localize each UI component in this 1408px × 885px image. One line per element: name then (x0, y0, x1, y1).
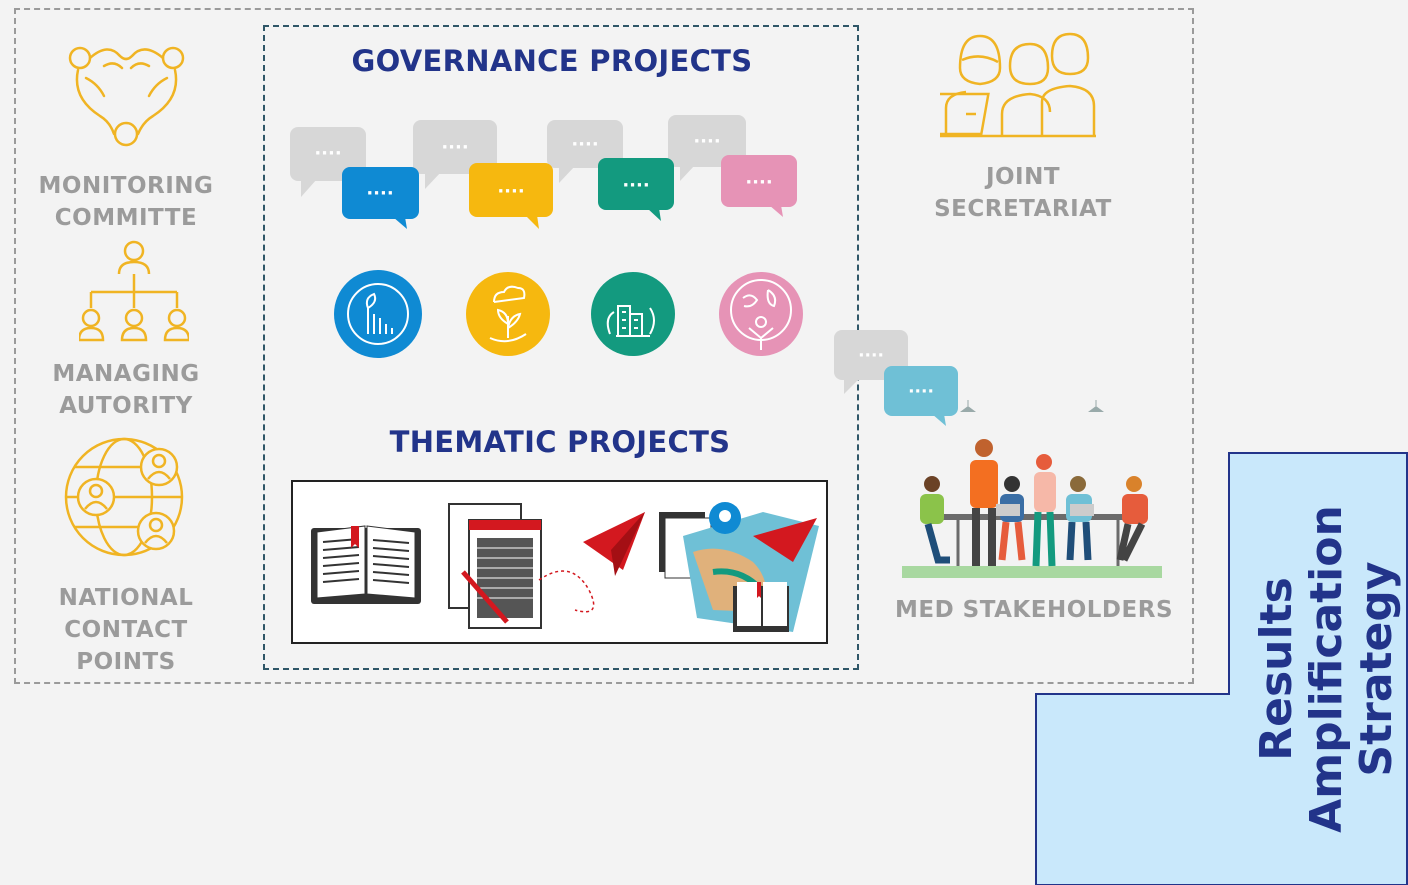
yellow-bubble-dots: ···· (497, 181, 524, 202)
globe-people-icon (64, 435, 189, 560)
documents-pen-icon (448, 503, 542, 629)
person-2 (970, 439, 998, 566)
person-1 (920, 476, 950, 564)
open-book-icon (311, 525, 421, 604)
stakeholders-meeting-illustration (898, 400, 1166, 584)
earth-people-icon (719, 272, 803, 356)
light-blue-bubble-dots: ···· (908, 382, 934, 402)
green-bubble-dots: ···· (622, 175, 649, 196)
gray-bubble-dots: ···· (571, 134, 598, 155)
governance-bubbles: ···· ···· ···· ···· ···· ···· ···· ···· (285, 115, 815, 235)
climate-growth-icon (334, 270, 422, 358)
org-chart-icon (79, 238, 189, 346)
outer-dashed-frame (14, 8, 1194, 684)
map-documents-icon (659, 502, 819, 632)
weather-plant-icon (466, 272, 550, 356)
thematic-projects-title: THEMATIC PROJECTS (389, 425, 731, 459)
med-stakeholders-label: MED STAKEHOLDERS (894, 597, 1174, 623)
person-6 (1116, 476, 1148, 562)
gray-bubble-dots: ···· (314, 143, 341, 164)
results-amplification-panel (1035, 452, 1408, 885)
thematic-circles (334, 268, 804, 360)
gray-bubble-dots: ···· (858, 346, 884, 366)
gray-bubble-dots: ···· (441, 137, 468, 158)
team-laptop-icon (940, 28, 1100, 140)
blue-bubble-dots: ···· (366, 183, 393, 204)
people-circle-icon (64, 38, 189, 150)
green-city-icon (591, 272, 675, 356)
stakeholder-bubbles: ···· ···· (832, 328, 962, 428)
pink-bubble-dots: ···· (745, 172, 772, 193)
governance-projects-title: GOVERNANCE PROJECTS (351, 44, 753, 78)
thematic-projects-box (291, 480, 828, 644)
person-3 (998, 476, 1026, 561)
gray-bubble-dots: ···· (693, 131, 720, 152)
results-amplification-strategy-text: Results Amplification Strategy (1251, 504, 1402, 833)
person-4 (1032, 454, 1056, 567)
paper-plane-icon (583, 512, 645, 576)
